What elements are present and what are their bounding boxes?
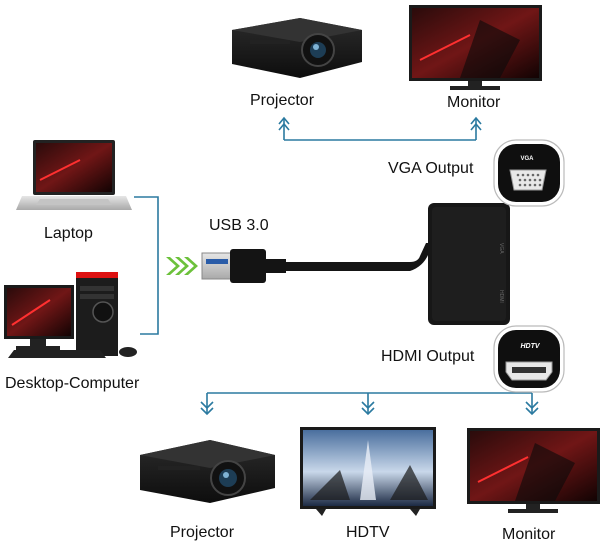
bottom-arrow-2 <box>361 401 375 416</box>
vga-output-label: VGA Output <box>388 160 474 177</box>
vga-port-badge: VGA <box>493 139 565 207</box>
desktop-computer-label: Desktop-Computer <box>5 375 140 392</box>
top-projector-label: Projector <box>250 92 315 109</box>
top-arrow-left-2 <box>278 122 290 131</box>
bottom-output-bracket <box>206 392 533 413</box>
top-bracket-arrow-right <box>470 116 482 125</box>
adapter-port-vga-text: VGA <box>498 243 504 254</box>
top-arrow-right-2 <box>470 122 482 131</box>
usb-label: USB 3.0 <box>209 217 269 234</box>
laptop-image <box>16 140 132 210</box>
top-bracket-arrow-left <box>278 116 290 125</box>
hdtv-label: HDTV <box>346 524 390 541</box>
source-bracket <box>134 196 159 335</box>
hdmi-output-label: HDMI Output <box>381 348 475 365</box>
hdmi-badge-text: HDTV <box>520 343 540 350</box>
bottom-arrow-3 <box>525 401 539 416</box>
adapter-port-hdmi-text: HDMI <box>498 290 504 303</box>
bottom-projector-label: Projector <box>170 524 235 541</box>
hdtv-image <box>300 427 436 516</box>
top-monitor-label: Monitor <box>447 94 501 111</box>
top-projector-image <box>232 18 362 78</box>
bottom-monitor-image <box>467 428 600 513</box>
bottom-monitor-label: Monitor <box>502 526 556 543</box>
usb-connector-image <box>201 243 430 283</box>
laptop-label: Laptop <box>44 225 93 242</box>
bottom-projector-image <box>140 440 275 503</box>
top-monitor-image <box>409 5 542 90</box>
vga-badge-text: VGA <box>520 156 534 162</box>
top-output-bracket <box>283 118 477 141</box>
connection-lines <box>134 116 539 416</box>
hdmi-port-badge: HDTV <box>493 325 565 393</box>
bottom-arrow-1 <box>200 401 214 416</box>
adapter-box-image: VGA HDMI <box>428 203 510 325</box>
desktop-computer-image <box>4 272 137 358</box>
green-arrows <box>166 257 198 275</box>
